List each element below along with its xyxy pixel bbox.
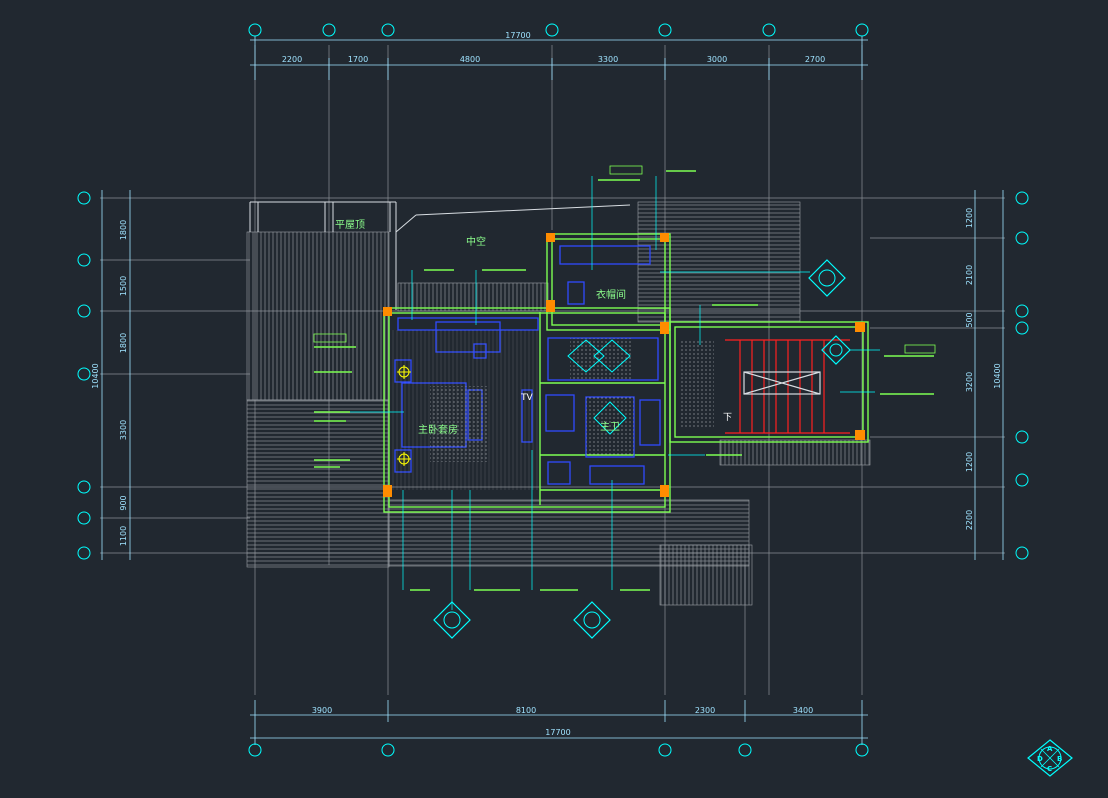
stair bbox=[725, 339, 850, 434]
left-dim-3: 1800 bbox=[119, 333, 128, 353]
bottom-dim-2: 8100 bbox=[516, 706, 536, 715]
left-dimension-chain bbox=[101, 190, 131, 560]
label-flat-roof: 平屋顶 bbox=[335, 219, 365, 231]
right-overall-dim: 10400 bbox=[993, 363, 1002, 388]
carpet-areas bbox=[390, 330, 714, 490]
top-dim-6: 2700 bbox=[805, 55, 825, 64]
right-dim-1: 1200 bbox=[965, 208, 974, 228]
bottom-dim-4: 3400 bbox=[793, 706, 813, 715]
elevation-marker-stair bbox=[821, 335, 851, 365]
axis-bubbles bbox=[77, 23, 1029, 757]
compass-icon bbox=[1027, 739, 1073, 777]
bottom-dim-3: 2300 bbox=[695, 706, 715, 715]
top-dim-3: 4800 bbox=[460, 55, 480, 64]
label-master-bedroom: 主卧套房 bbox=[418, 423, 458, 436]
left-dim-4: 3300 bbox=[119, 420, 128, 440]
left-dim-5: 900 bbox=[119, 495, 128, 510]
label-master-bath: 主卫 bbox=[600, 421, 620, 433]
light-fixtures bbox=[397, 365, 411, 466]
parapet-top bbox=[249, 201, 631, 310]
compass-b: B bbox=[1057, 755, 1062, 763]
right-dim-4: 3200 bbox=[965, 372, 974, 392]
compass-a: A bbox=[1047, 745, 1053, 753]
label-cloakroom: 衣帽间 bbox=[596, 288, 626, 301]
columns bbox=[383, 233, 865, 497]
callout-tags bbox=[313, 165, 936, 354]
elevation-marker-right bbox=[808, 259, 846, 297]
leader-lines bbox=[330, 176, 880, 610]
top-overall-dim: 17700 bbox=[505, 31, 530, 40]
compass-d: D bbox=[1037, 755, 1043, 763]
compass-c: C bbox=[1047, 765, 1052, 773]
building-walls bbox=[383, 233, 869, 513]
right-dim-5: 1200 bbox=[965, 452, 974, 472]
bottom-dimension-chain bbox=[250, 700, 868, 745]
left-dim-6: 1100 bbox=[119, 526, 128, 546]
note-dashes bbox=[314, 170, 934, 591]
elevation-marker-bottom-right bbox=[573, 601, 611, 639]
left-overall-dim: 10400 bbox=[91, 363, 100, 388]
right-dim-2: 2100 bbox=[965, 265, 974, 285]
left-dim-2: 1500 bbox=[119, 276, 128, 296]
top-dimension-chain bbox=[250, 36, 868, 80]
bottom-overall-dim: 17700 bbox=[545, 728, 570, 737]
elevation-marker-bottom-left bbox=[433, 601, 471, 639]
bottom-dim-1: 3900 bbox=[312, 706, 332, 715]
top-dim-1: 2200 bbox=[282, 55, 302, 64]
right-dim-3: 500 bbox=[965, 312, 974, 327]
right-dimension-chain bbox=[974, 190, 1004, 560]
right-dim-6: 2200 bbox=[965, 510, 974, 530]
top-dim-2: 1700 bbox=[348, 55, 368, 64]
top-dim-5: 3000 bbox=[707, 55, 727, 64]
left-dim-1: 1800 bbox=[119, 220, 128, 240]
top-dim-4: 3300 bbox=[598, 55, 618, 64]
label-down: 下 bbox=[723, 413, 732, 423]
elevation-marker-bedroom bbox=[567, 339, 631, 435]
label-tv: TV bbox=[520, 393, 533, 403]
label-atrium: 中空 bbox=[466, 235, 486, 248]
